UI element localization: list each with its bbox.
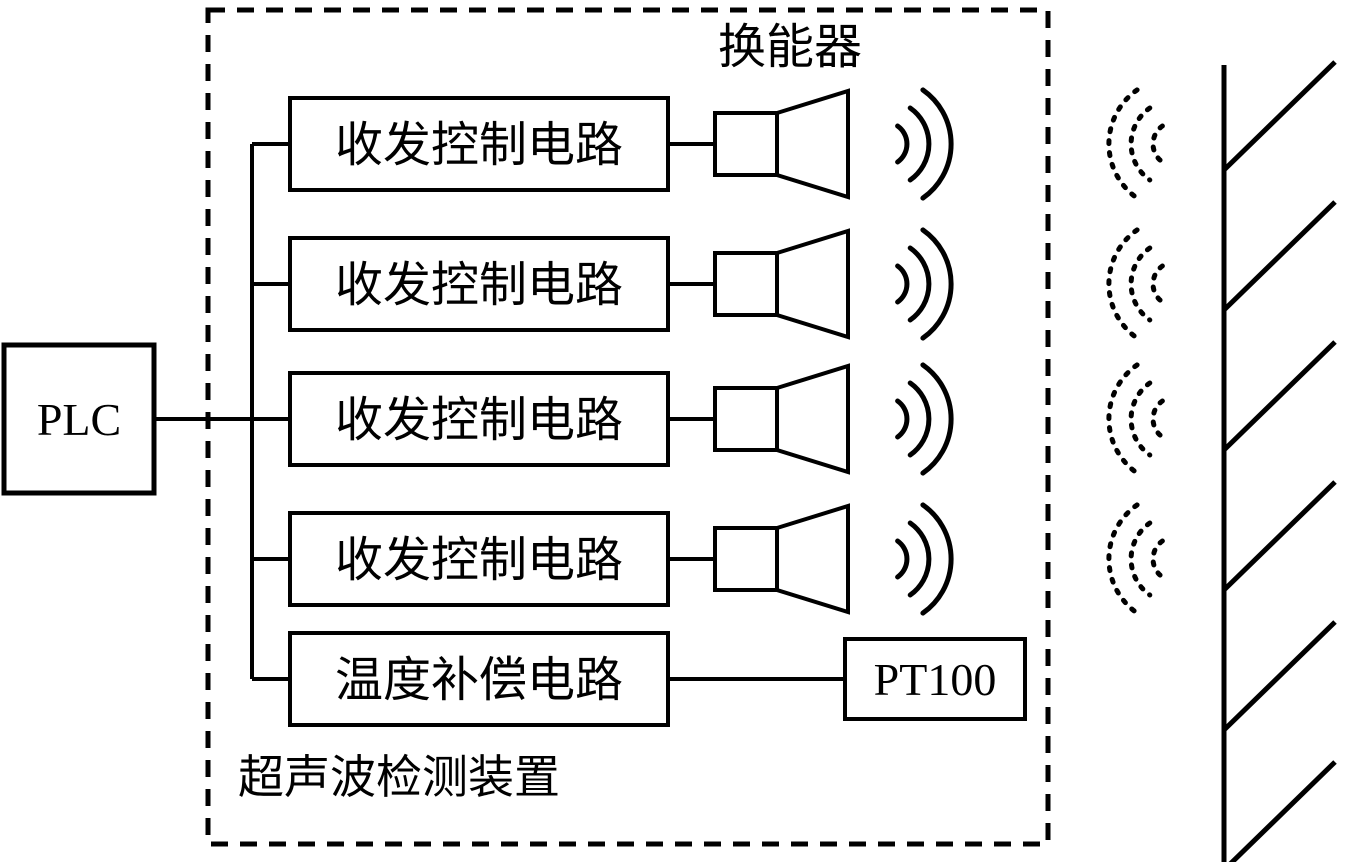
wall-hatch: [1222, 340, 1337, 452]
echo-wave-arc: [1106, 227, 1140, 341]
transducer-body: [713, 386, 779, 452]
wall-hatch: [1222, 60, 1337, 172]
sound-wave-arc: [895, 263, 910, 305]
wall-hatch: [1222, 200, 1337, 312]
sound-wave-arc: [895, 123, 910, 165]
echo-wave-icon: [1106, 227, 1165, 341]
sound-wave-icon: [895, 227, 954, 341]
sound-wave-icon: [895, 87, 954, 201]
echo-wave-icon: [1106, 362, 1165, 476]
transducer-body: [713, 526, 779, 592]
sound-wave-arc: [907, 380, 932, 458]
plc-label: PLC: [37, 394, 121, 445]
transducer-horn: [775, 363, 850, 475]
pt100-label: PT100: [874, 654, 997, 705]
wall-hatch: [1222, 480, 1337, 592]
sound-wave-arc: [907, 105, 932, 183]
sound-wave-arc: [920, 227, 954, 341]
echo-wave-arc: [1128, 245, 1153, 323]
transducer-horn: [775, 88, 850, 200]
control-circuit-label: 收发控制电路: [335, 259, 623, 312]
sound-wave-arc: [920, 362, 954, 476]
echo-wave-arc: [1128, 105, 1153, 183]
device-title: 超声波检测装置: [238, 752, 560, 803]
echo-wave-arc: [1150, 123, 1165, 165]
sound-wave-arc: [895, 398, 910, 440]
echo-wave-arc: [1150, 398, 1165, 440]
echo-wave-arc: [1150, 263, 1165, 305]
sound-wave-arc: [920, 87, 954, 201]
echo-wave-arc: [1106, 87, 1140, 201]
control-circuit-label: 收发控制电路: [335, 119, 623, 172]
temp-circuit-label: 温度补偿电路: [335, 654, 623, 707]
echo-wave-arc: [1106, 502, 1140, 616]
echo-wave-icon: [1106, 502, 1165, 616]
sound-wave-icon: [895, 502, 954, 616]
transducer-horn: [775, 503, 850, 615]
control-circuit-label: 收发控制电路: [335, 394, 623, 447]
sound-wave-arc: [907, 520, 932, 598]
transducer-body: [713, 251, 779, 317]
echo-wave-arc: [1128, 520, 1153, 598]
echo-wave-arc: [1106, 362, 1140, 476]
wall-hatch: [1228, 760, 1337, 862]
transducer-title: 换能器: [718, 21, 862, 74]
sound-wave-icon: [895, 362, 954, 476]
transducer-body: [713, 111, 779, 177]
echo-wave-arc: [1128, 380, 1153, 458]
sound-wave-arc: [907, 245, 932, 323]
wall: [1221, 60, 1337, 862]
wall-hatch: [1222, 620, 1337, 732]
sound-wave-arc: [895, 538, 910, 580]
pt100-box: [843, 637, 1027, 721]
device-boundary-box: [205, 7, 1051, 847]
echo-wave-arc: [1150, 538, 1165, 580]
transducer-horn: [775, 228, 850, 340]
sound-wave-arc: [920, 502, 954, 616]
echo-wave-icon: [1106, 87, 1165, 201]
control-circuit-label: 收发控制电路: [335, 534, 623, 587]
